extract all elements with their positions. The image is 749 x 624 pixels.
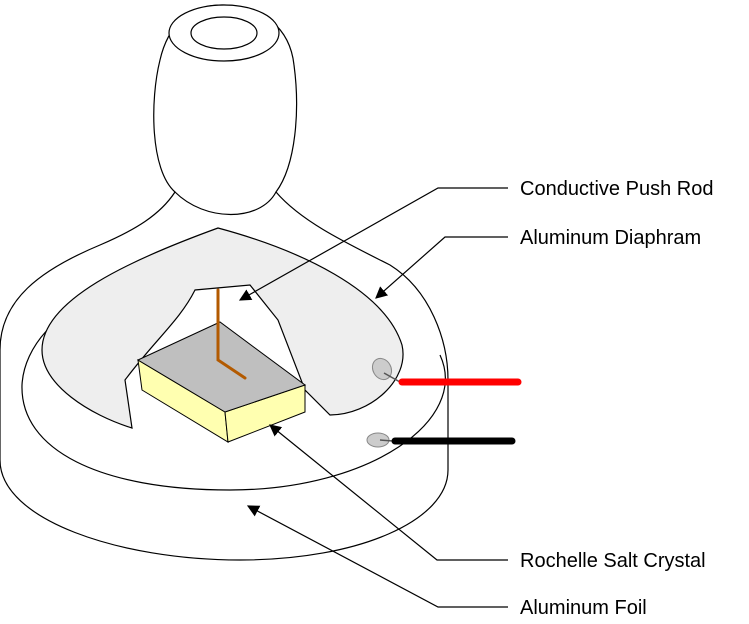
rochelle-salt-crystal: [136, 321, 307, 413]
push-rod-label: Conductive Push Rod: [520, 178, 713, 200]
positive-lead: [383, 372, 401, 383]
base-rim-line: [21, 299, 446, 491]
handle-top-hole: [190, 16, 258, 50]
foil-label: Aluminum Foil: [520, 597, 647, 619]
negative-lead: [379, 439, 394, 442]
foil-callout-line: [246, 505, 508, 608]
conductive-push-rod: [216, 288, 247, 380]
push-rod-callout-line: [238, 187, 508, 301]
handle-lip-line: [174, 191, 277, 216]
aluminum-diaphragm: [41, 227, 404, 429]
diaphragm-callout-line: [375, 236, 508, 299]
diaphragm-label: Aluminum Diaphram: [520, 227, 701, 249]
crystal-callout-line: [269, 424, 508, 561]
crystal-label: Rochelle Salt Crystal: [520, 550, 706, 572]
